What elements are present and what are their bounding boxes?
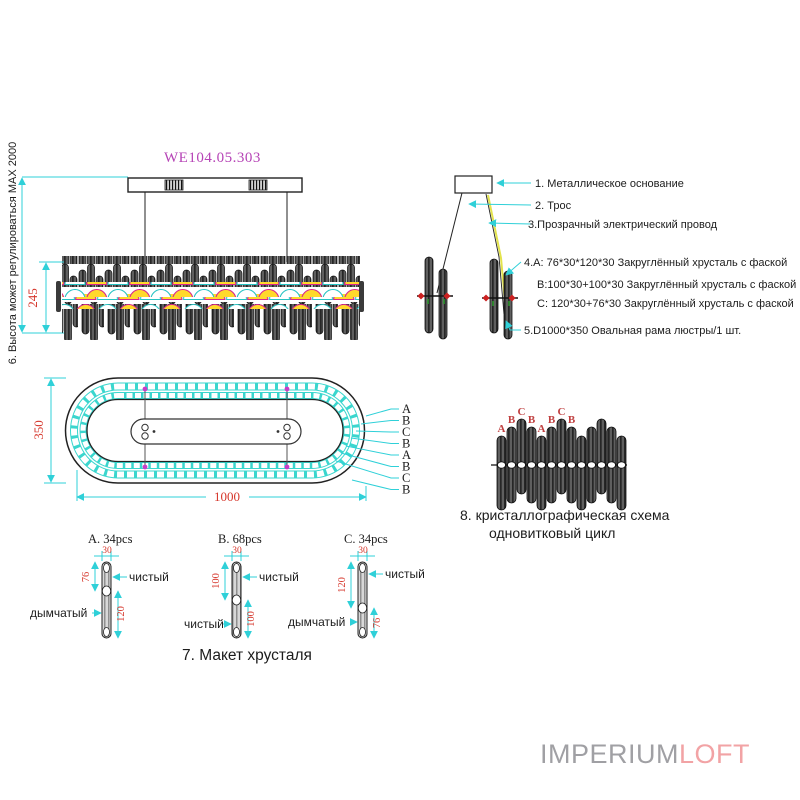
schema-letter-4: A — [538, 423, 546, 435]
schema-letter-1: B — [508, 414, 516, 426]
chandelier-body — [56, 256, 364, 340]
crystal-group-left — [417, 256, 453, 340]
dim-b-bottom: 100 — [246, 611, 257, 627]
dim-a-bottom: 120 — [116, 606, 127, 622]
part-4c-label: C: 120*30+76*30 Закруглённый хрусталь с … — [537, 298, 794, 310]
crystal-item-b: B. 68pcs 30 100 100 чистый чистый — [184, 532, 299, 639]
ceiling-bar — [127, 177, 303, 193]
parts-list: 1. Металлическое основание 2. Трос 3.Про… — [468, 178, 796, 337]
schema-caption-line1: 8. кристаллографическая схема — [460, 507, 670, 523]
part-2-label: 2. Трос — [535, 200, 572, 212]
schema-caption-line2: одновитковый цикл — [489, 525, 615, 541]
schema-letter-0: A — [498, 423, 506, 435]
schema-letter-7: B — [568, 414, 576, 426]
cable-gripper-left — [164, 179, 184, 191]
ring-letter-6: C — [402, 471, 410, 485]
height-adjust-note: 6. Высота может регулироваться MAX 2000 — [7, 142, 19, 364]
part-4a-label: 4.A: 76*30*120*30 Закруглённый хрусталь … — [524, 257, 787, 269]
dim-b-width: 30 — [232, 546, 242, 556]
svg-text:245: 245 — [25, 288, 40, 308]
dim-245: 245 — [25, 261, 64, 333]
ring-letter-1: B — [402, 414, 410, 428]
part-4b-label: B:100*30+100*30 Закруглённый хрусталь с … — [537, 279, 796, 291]
crystal-item-c: C. 34pcs 30 120 76 чистый дымчатый — [288, 532, 425, 639]
schema-letter-3: B — [528, 414, 536, 426]
ring-letter-3: B — [402, 437, 410, 451]
frame-endcap-right — [359, 281, 364, 312]
crystal-item-a: A. 34pcs 30 76 120 чистый дымчатый — [30, 532, 169, 639]
crystal-a-label: A. 34pcs — [88, 532, 133, 546]
crystal-c-top-material: чистый — [385, 567, 425, 581]
svg-text:350: 350 — [31, 420, 46, 440]
schema-letter-6: C — [558, 406, 566, 418]
crystal-b-bottom-material: чистый — [184, 617, 224, 631]
dim-a-width: 30 — [102, 546, 112, 556]
crystal-b-label: B. 68pcs — [218, 532, 262, 546]
front-view: 245 — [25, 177, 364, 340]
svg-text:1000: 1000 — [214, 489, 240, 504]
frame-endcap-left — [56, 281, 61, 312]
crystal-c-rod — [357, 561, 368, 639]
ring-letter-5: B — [402, 460, 410, 474]
side-view — [417, 175, 518, 340]
model-number: WE104.05.303 — [164, 150, 261, 166]
crystal-b-top-material: чистый — [259, 570, 299, 584]
part-5-label: 5.D1000*350 Овальная рама люстры/1 шт. — [524, 325, 741, 337]
crystal-a-rod — [101, 561, 112, 639]
crystal-a-top-material: чистый — [129, 570, 169, 584]
brand-logo: IMPERIUMLOFT — [540, 739, 750, 769]
ring-letter-4: A — [402, 448, 411, 462]
dim-a-top: 76 — [81, 572, 92, 583]
top-view: 350 1000 A B C B A B C B — [31, 377, 411, 504]
ring-letter-leaders — [335, 408, 399, 490]
schema-letter-2: C — [518, 406, 526, 418]
dim-c-bottom: 76 — [372, 618, 383, 629]
ring-letter-7: B — [402, 483, 410, 497]
dim-350: 350 — [31, 377, 66, 484]
crystal-schema: A B C B A B C B 8. кристаллографическая … — [460, 406, 670, 541]
part-3-label: 3.Прозрачный электрический провод — [528, 219, 718, 231]
ring-letter-0: A — [402, 402, 411, 416]
crystal-c-bottom-material: дымчатый — [288, 615, 345, 629]
part-1-label: 1. Металлическое основание — [535, 178, 684, 190]
crystal-layout: A. 34pcs 30 76 120 чистый дымчатый B. 68… — [30, 532, 425, 664]
cable-gripper-right — [248, 179, 268, 191]
dim-1000: 1000 — [76, 470, 367, 504]
layout-caption: 7. Макет хрусталя — [182, 647, 312, 664]
ring-letter-2: C — [402, 425, 410, 439]
dim-c-width: 30 — [358, 546, 368, 556]
schema-letter-5: B — [548, 414, 556, 426]
crystal-c-label: C. 34pcs — [344, 532, 388, 546]
brand-logo-imperium: IMPERIUM — [540, 739, 679, 769]
electric-wire-line — [485, 193, 505, 315]
center-mount-plate — [130, 418, 302, 445]
dim-max-height — [18, 176, 128, 334]
dim-b-top: 100 — [211, 573, 222, 589]
crystal-a-bottom-material: дымчатый — [30, 606, 87, 620]
dim-c-top: 120 — [337, 577, 348, 593]
brand-logo-loft: LOFT — [679, 739, 750, 769]
mount-plate — [454, 175, 493, 194]
